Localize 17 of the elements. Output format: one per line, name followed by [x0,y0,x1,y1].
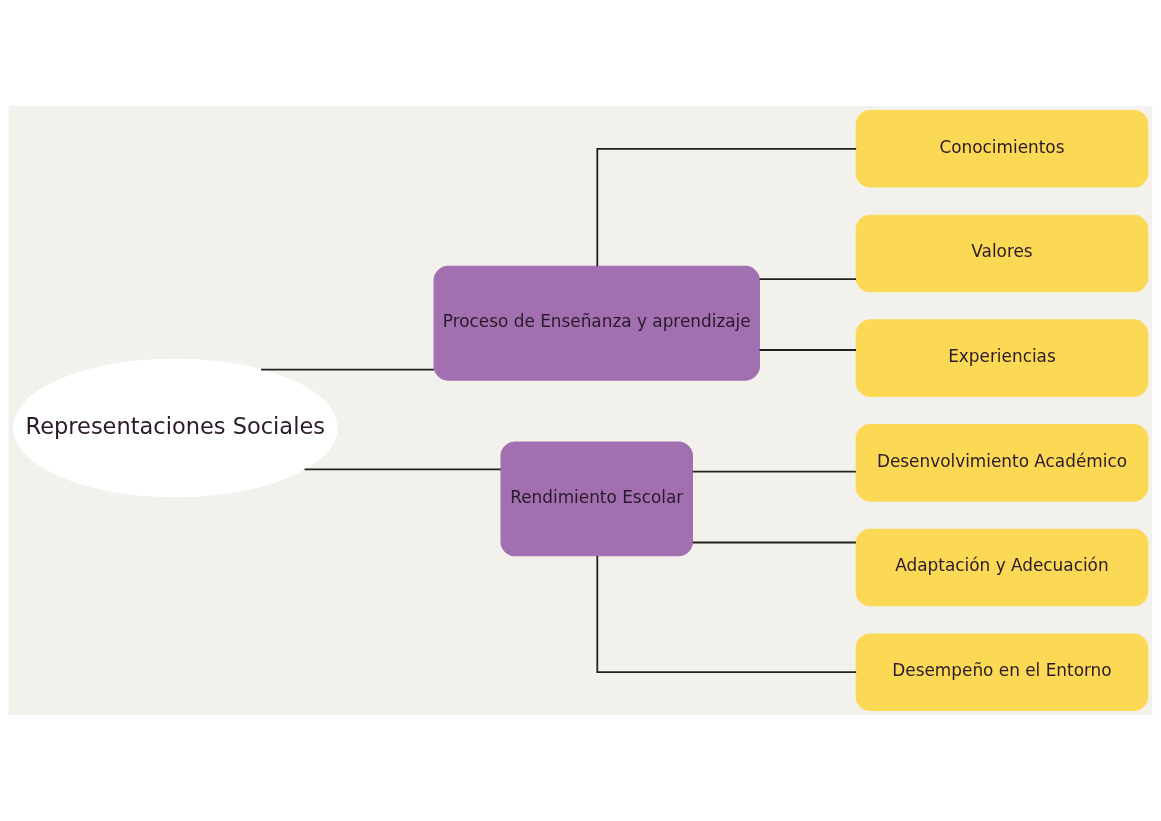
connector [260,368,435,371]
node-box: Desenvolvimiento Académico [855,424,1149,502]
connector [596,555,858,674]
node-box: Valores [855,214,1149,293]
node-box: Proceso de Enseñanza y aprendizaje [433,265,760,381]
connector [596,147,858,268]
node-box: Rendimiento Escolar [500,441,693,557]
connector [758,278,857,280]
node-ellipse: Representaciones Sociales [12,358,338,498]
node-box: Conocimientos [855,109,1149,188]
connector [691,470,857,473]
connector [691,541,857,544]
connector [758,349,857,351]
node-box: Desempeño en el Entorno [855,633,1149,712]
connector [303,468,502,471]
node-box: Adaptación y Adecuación [855,528,1149,607]
node-box: Experiencias [855,319,1149,397]
